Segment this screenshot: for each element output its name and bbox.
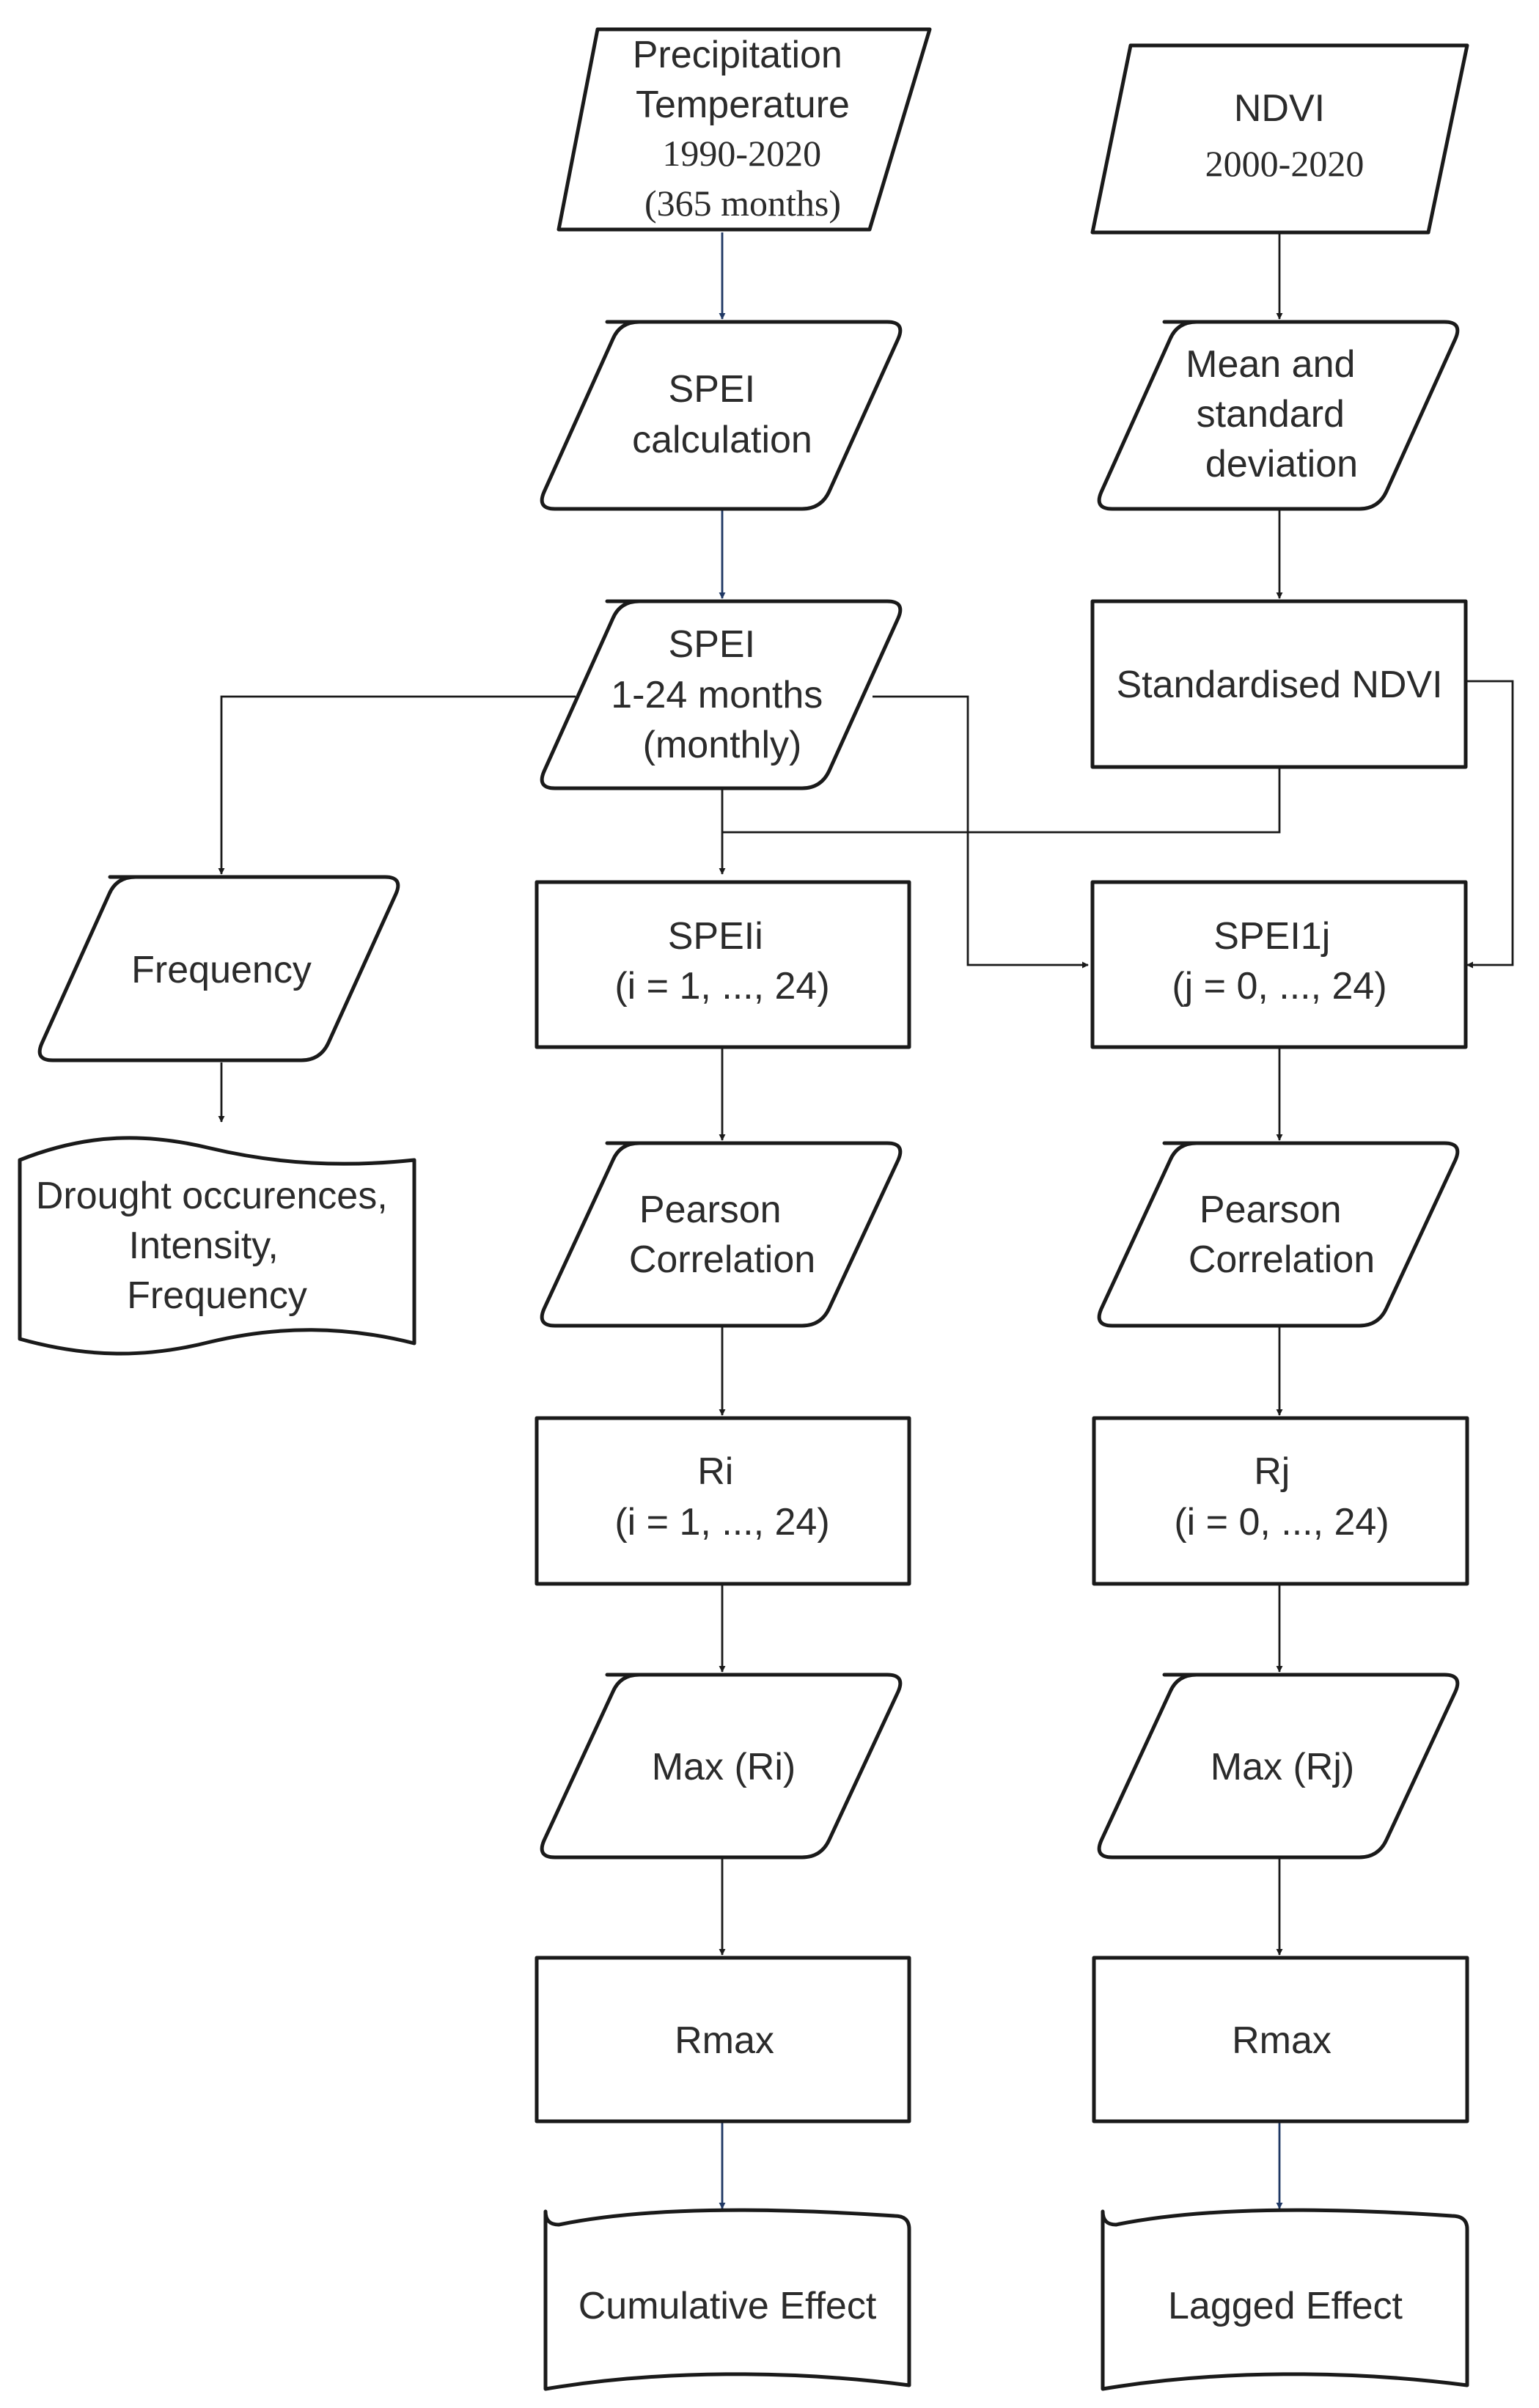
node-input-climate-shape: [557, 27, 932, 232]
node-max-rj-shape: [1097, 1673, 1460, 1860]
edge-spei-monthly-to-spei-1j: [873, 695, 1089, 969]
node-lagged-shape: [1101, 2208, 1469, 2391]
frequency-label: Frequency: [131, 949, 312, 991]
pearson-left-label: Pearson Correlation: [629, 1189, 815, 1281]
spei-monthly-label: SPEI 1-24 months (monthly): [611, 623, 834, 766]
node-pearson-left-shape: [540, 1141, 903, 1328]
node-drought-doc-shape: [18, 1136, 416, 1356]
spei-calc-label: SPEI calculation: [632, 368, 812, 461]
rmax-right-label: Rmax: [1232, 2019, 1332, 2062]
std-ndvi-label: Standardised NDVI: [1116, 664, 1442, 706]
edge-std-ndvi-to-spei-i-join: [722, 767, 1281, 834]
ri-label: Ri (i = 1, ..., 24): [614, 1450, 829, 1543]
input-climate-label: Precipitation Temperature: [633, 34, 853, 126]
node-spei-i-shape: [535, 880, 911, 1049]
node-spei-calc-shape: [540, 320, 903, 511]
shapes: [18, 27, 1469, 2391]
node-spei-monthly-shape: [540, 599, 903, 790]
cumulative-label: Cumulative Effect: [578, 2285, 877, 2327]
input-climate-period: 1990-2020 (365 months): [644, 133, 841, 224]
node-input-ndvi-shape: [1090, 43, 1469, 235]
node-frequency-shape: [37, 875, 400, 1062]
input-ndvi-label: NDVI: [1234, 87, 1325, 130]
spei-1j-label: SPEI1j (j = 0, ..., 24): [1172, 915, 1386, 1007]
node-cumulative-shape: [543, 2208, 911, 2391]
node-rmax-left-shape: [535, 1956, 911, 2123]
node-max-ri-shape: [540, 1673, 903, 1860]
input-ndvi-period: 2000-2020: [1205, 143, 1364, 184]
node-ri-shape: [535, 1416, 911, 1586]
node-rj-shape: [1092, 1416, 1469, 1586]
max-rj-label: Max (Rj): [1211, 1746, 1354, 1788]
connectors: [218, 232, 1514, 2209]
node-pearson-right-shape: [1097, 1141, 1460, 1328]
rj-label: Rj (i = 0, ..., 24): [1174, 1450, 1389, 1543]
edge-spei-monthly-to-frequency: [218, 695, 576, 875]
pearson-right-label: Pearson Correlation: [1189, 1189, 1375, 1281]
edge-std-ndvi-to-spei-1j: [1466, 680, 1514, 969]
max-ri-label: Max (Ri): [652, 1746, 796, 1788]
node-spei-1j-shape: [1090, 880, 1468, 1049]
rmax-left-label: Rmax: [675, 2019, 774, 2062]
lagged-label: Lagged Effect: [1168, 2285, 1403, 2327]
node-mean-std-shape: [1097, 320, 1460, 511]
node-rmax-right-shape: [1092, 1956, 1469, 2123]
labels: Precipitation Temperature 1990-2020 (365…: [36, 34, 1443, 2327]
drought-doc-label: Drought occurences, Intensity, Frequency: [36, 1175, 398, 1317]
mean-std-label: Mean and standard deviation: [1186, 343, 1366, 485]
node-std-ndvi-shape: [1090, 599, 1468, 769]
spei-i-label: SPEIi (i = 1, ..., 24): [614, 915, 829, 1007]
